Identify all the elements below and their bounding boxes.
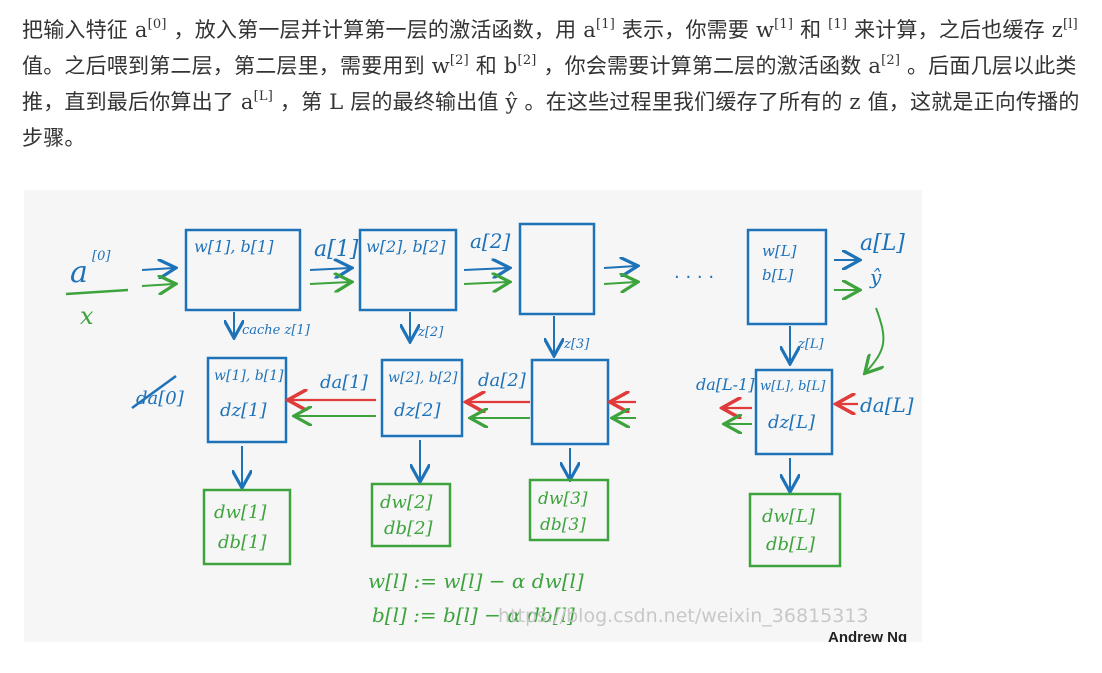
backward-layer-3: dw[3] db[3] <box>528 358 610 542</box>
input-label: a [0] x <box>65 249 129 330</box>
text: 。后面几层以此类推，直到最后你算出了 <box>22 54 1077 114</box>
math-z: z <box>849 90 861 114</box>
svg-text:db[L]: db[L] <box>766 534 816 555</box>
svg-text:a: a <box>70 255 88 290</box>
text: 。在这些过程里我们缓存了所有的 <box>524 90 843 114</box>
update-rule-b: b[l] := b[l] − α db[l] <box>372 603 575 627</box>
svg-text:z[L]: z[L] <box>797 337 825 352</box>
svg-text:[0]: [0] <box>92 249 111 264</box>
text: 把输入特征 <box>22 18 128 42</box>
svg-text:a[1]: a[1] <box>314 237 359 262</box>
svg-text:b[L]: b[L] <box>762 266 793 284</box>
svg-text:da[1]: da[1] <box>320 372 369 393</box>
svg-text:w[2], b[2]: w[2], b[2] <box>366 237 446 256</box>
svg-text:cache z[1]: cache z[1] <box>242 323 311 338</box>
svg-text:w[L]: w[L] <box>762 242 797 260</box>
svg-text:dw[2]: dw[2] <box>380 492 433 513</box>
svg-text:da[L-1]: da[L-1] <box>696 375 755 394</box>
backward-layer-2: w[2], b[2] dz[2] dw[2] db[2] da[2] <box>370 358 527 548</box>
text: 和 <box>800 18 822 42</box>
svg-text:z[2]: z[2] <box>417 325 444 340</box>
text: ，第 <box>279 90 323 114</box>
math-a: a[1] <box>583 17 615 42</box>
backward-layer-L: w[L], b[L] dz[L] dw[L] db[L] da[L] da[L-… <box>696 368 914 568</box>
math-sup: [1] <box>828 17 848 32</box>
text: 层的最终输出值 <box>350 90 499 114</box>
svg-text:dz[2]: dz[2] <box>394 400 441 421</box>
text: 和 <box>475 54 497 78</box>
svg-text:da[L]: da[L] <box>860 393 914 417</box>
svg-text:db[1]: db[1] <box>218 532 268 553</box>
forward-layer-1: w[1], b[1] a[1] cache z[1] <box>184 228 359 338</box>
svg-text:ŷ: ŷ <box>869 265 882 289</box>
explanation-paragraph: 把输入特征 a[0] ，放入第一层并计算第一层的激活函数，用 a[1] 表示，你… <box>22 12 1084 156</box>
text: 值。之后喂到第二层，第二层里，需要用到 <box>22 54 425 78</box>
diagram-canvas: a [0] x w[1], b[1] a[1] cache z[1] w[2],… <box>65 222 914 642</box>
forward-layer-L: w[L] b[L] a[L] ŷ z[L] <box>746 228 905 372</box>
svg-text:w[1], b[1]: w[1], b[1] <box>214 368 284 384</box>
svg-text:dw[3]: dw[3] <box>538 489 588 509</box>
forward-layer-3: z[3] <box>518 222 636 354</box>
forward-backward-diagram: a [0] x w[1], b[1] a[1] cache z[1] w[2],… <box>24 190 922 642</box>
math-a: a[L] <box>240 89 274 114</box>
crossed-out-da0: da[0] <box>131 374 185 410</box>
watermark-text: https://blog.csdn.net/weixin_36815313 <box>498 605 869 627</box>
svg-text:z[3]: z[3] <box>563 337 590 352</box>
svg-text:da[2]: da[2] <box>478 370 527 391</box>
text: ，放入第一层并计算第一层的激活函数，用 <box>173 18 577 42</box>
svg-text:da[0]: da[0] <box>136 388 185 409</box>
math-L: L <box>329 90 344 114</box>
svg-text:a[2]: a[2] <box>470 229 510 253</box>
text: ，你会需要计算第二层的激活函数 <box>543 54 862 78</box>
math-a: a[2] <box>868 53 901 78</box>
svg-text:x: x <box>80 302 94 330</box>
fraction-line <box>65 288 129 296</box>
backward-layer-1: w[1], b[1] dz[1] dw[1] db[1] da[1] <box>202 356 369 566</box>
ellipsis-dots: . . . . <box>674 262 714 283</box>
math-b: b[2] <box>503 53 537 78</box>
svg-text:w[2], b[2]: w[2], b[2] <box>388 370 458 386</box>
credit-text: Andrew Ng <box>828 629 907 642</box>
text: 表示，你需要 <box>621 18 750 42</box>
math-yhat: ŷ <box>505 90 518 114</box>
math-a: a[0] <box>134 17 167 42</box>
text: 来计算，之后也缓存 <box>854 18 1045 42</box>
math-w: w[1] <box>755 17 794 42</box>
update-rule-w: w[l] := w[l] − α dw[l] <box>368 569 584 593</box>
svg-text:dz[L]: dz[L] <box>768 412 816 433</box>
svg-text:w[1], b[1]: w[1], b[1] <box>194 237 274 256</box>
math-w: w[2] <box>431 53 469 78</box>
svg-text:dw[L]: dw[L] <box>762 506 816 527</box>
svg-text:a[L]: a[L] <box>860 231 905 256</box>
svg-text:dz[1]: dz[1] <box>220 400 267 421</box>
svg-text:w[L], b[L]: w[L], b[L] <box>760 379 826 394</box>
arrow <box>141 284 174 286</box>
text: 值，这就是正向传播的步骤。 <box>22 90 1080 150</box>
svg-text:dw[1]: dw[1] <box>214 502 267 523</box>
arrow <box>141 268 174 270</box>
math-z: z[l] <box>1051 17 1078 42</box>
forward-layer-2: w[2], b[2] a[2] z[2] <box>358 228 510 340</box>
svg-text:db[2]: db[2] <box>384 518 434 539</box>
svg-text:db[3]: db[3] <box>540 515 586 535</box>
